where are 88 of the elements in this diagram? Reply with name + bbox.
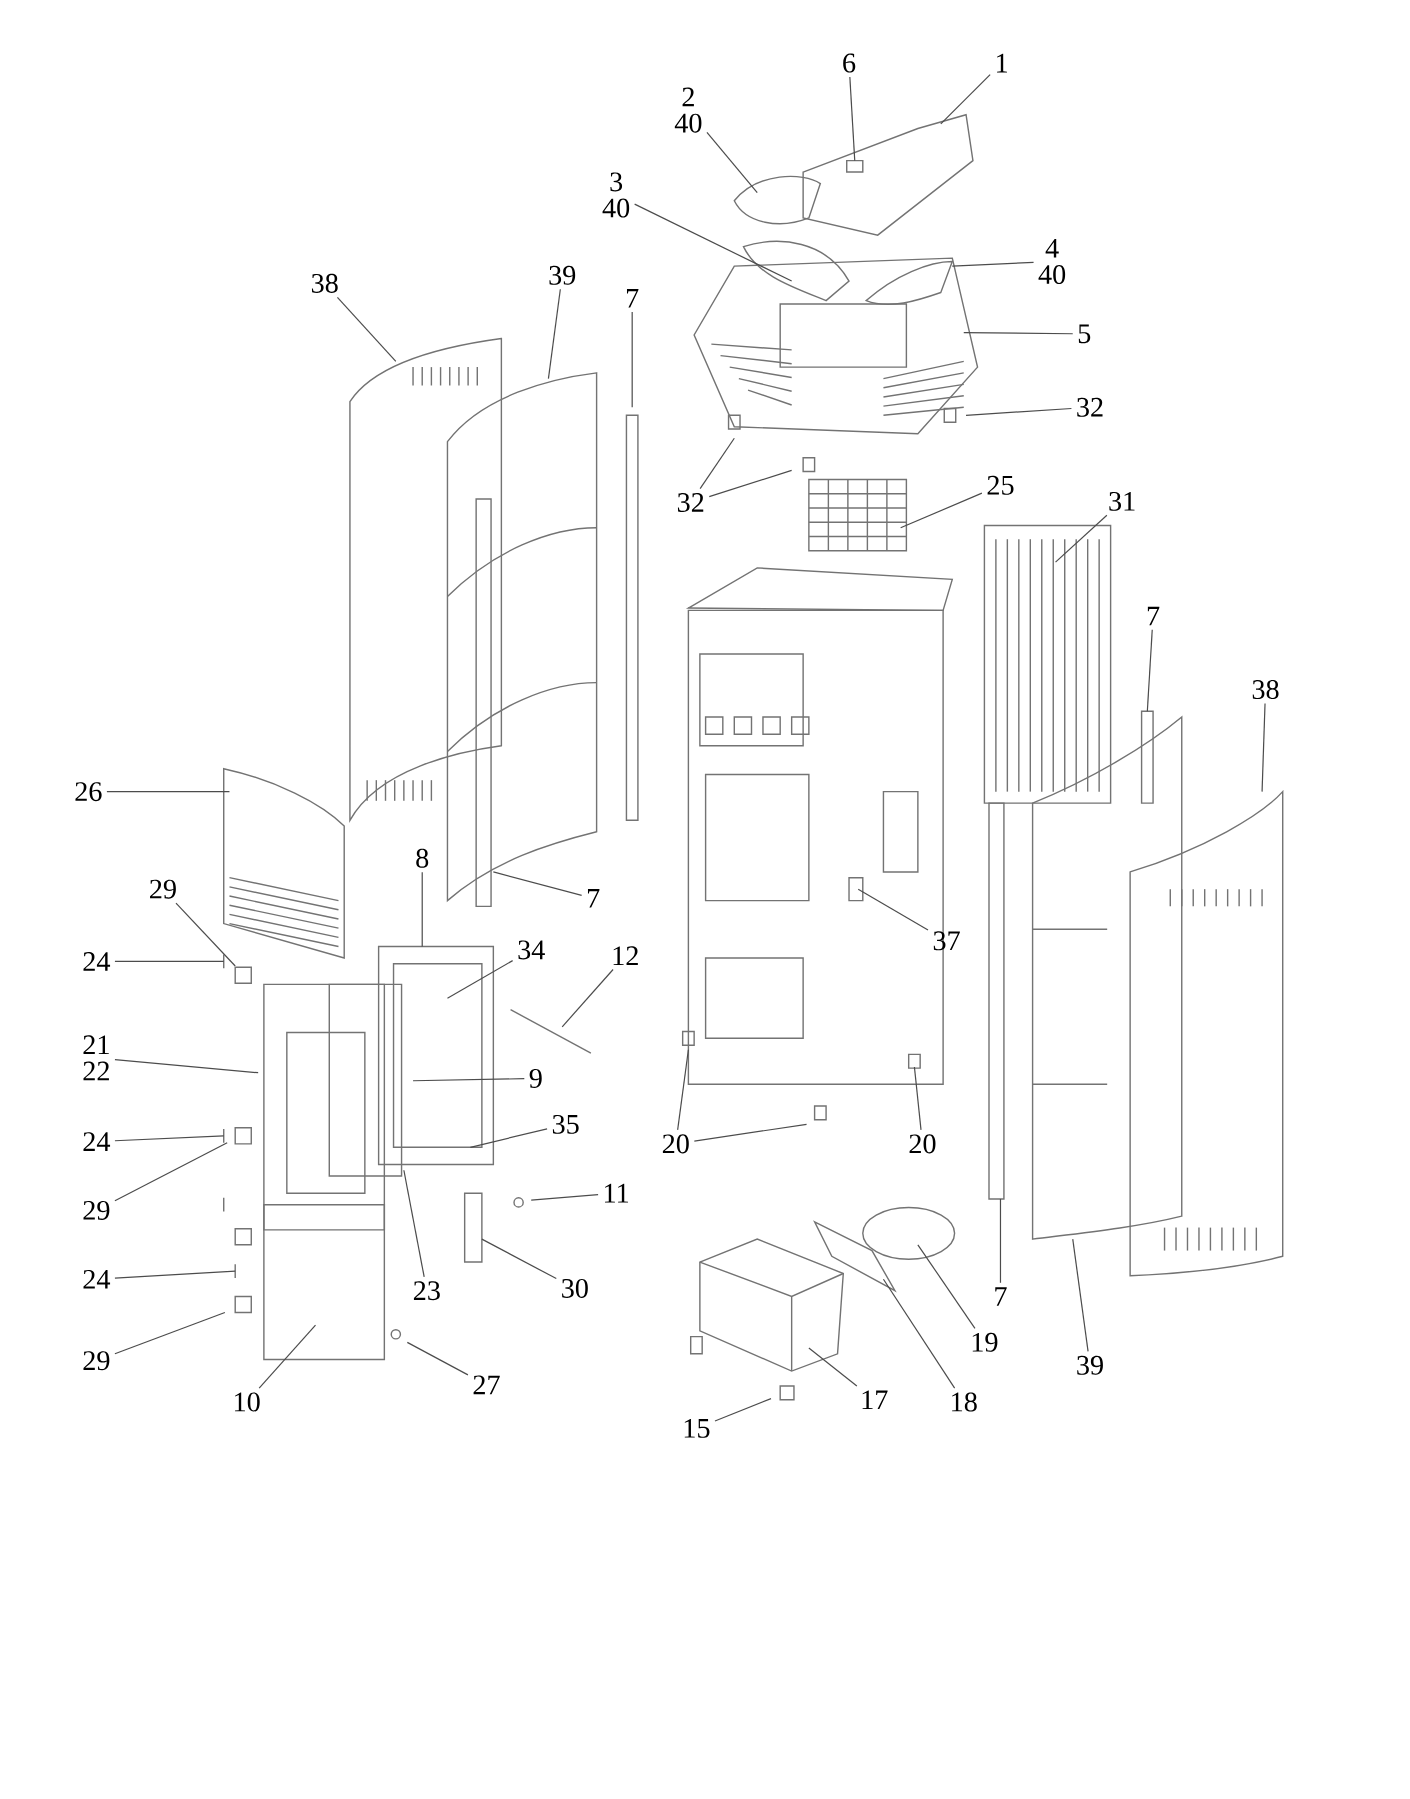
callout-number: 8: [416, 848, 429, 868]
callout-number: 10: [235, 1392, 260, 1412]
callout-number: 34: [518, 940, 545, 960]
leader-line: [106, 791, 231, 793]
leader-line: [175, 902, 236, 967]
callout-number: 29: [150, 879, 176, 899]
callout-number: 5: [1078, 324, 1091, 344]
callout-number: 39: [549, 265, 576, 285]
callout-number: 29: [83, 1351, 110, 1371]
leader-line: [547, 288, 561, 380]
leader-line: [258, 1324, 317, 1389]
leader-line: [999, 1198, 1002, 1284]
callout-number: 9: [529, 1069, 542, 1088]
leader-line: [114, 1135, 225, 1142]
leader-line: [900, 492, 983, 529]
leader-line: [917, 1244, 976, 1330]
leader-line: [699, 437, 735, 490]
leader-line: [114, 1058, 259, 1074]
leader-line: [114, 1311, 226, 1355]
leader-line: [1146, 629, 1153, 712]
leader-line: [481, 1238, 557, 1280]
leader-line: [857, 888, 929, 931]
callout-number: 27: [473, 1375, 500, 1395]
leader-line: [114, 1142, 228, 1202]
leader-line: [913, 1066, 922, 1131]
callout-number: 7: [626, 289, 639, 308]
callout-number: 30: [562, 1278, 588, 1298]
callout-number: 25: [987, 475, 1014, 495]
callout-number: 15: [684, 1418, 710, 1438]
callout-number: 21 22: [83, 1035, 109, 1081]
leader-line: [714, 1397, 772, 1422]
leader-line: [708, 469, 793, 498]
callout-number: 20: [662, 1134, 689, 1154]
callout-number: 35: [552, 1114, 579, 1134]
callout-number: 6: [843, 53, 856, 73]
callout-number: 20: [909, 1134, 936, 1154]
callout-number: 29: [83, 1200, 110, 1220]
callout-number: 7: [587, 889, 600, 908]
leader-line: [114, 1270, 236, 1279]
callout-number: 11: [604, 1183, 628, 1203]
callout-number: 26: [75, 782, 102, 802]
leader-line: [446, 960, 514, 999]
leader-line: [406, 1341, 469, 1376]
leader-line: [882, 1278, 956, 1389]
callout-number: 38: [1252, 680, 1279, 700]
callout-number: 19: [972, 1332, 998, 1352]
callout-number: 37: [933, 931, 960, 951]
leader-line: [808, 1347, 858, 1387]
leader-line: [412, 1078, 525, 1082]
leader-line: [963, 332, 1074, 335]
leader-line: [561, 968, 614, 1028]
callout-number: 3 40: [602, 172, 630, 218]
callout-number: 17: [862, 1390, 888, 1410]
callout-number: 24: [83, 1132, 111, 1151]
leader-line: [693, 1123, 808, 1142]
leader-line: [965, 407, 1072, 416]
leader-line: [114, 960, 225, 963]
callout-number: 4 40: [1038, 239, 1066, 285]
callout-number: 24: [83, 952, 111, 971]
leader-line: [492, 871, 583, 896]
leader-line: [1072, 1238, 1089, 1352]
callout-number: 39: [1077, 1355, 1103, 1375]
leader-line: [1054, 514, 1108, 563]
leader-line: [336, 296, 397, 362]
leader-line: [403, 1169, 425, 1278]
leader-line: [706, 131, 758, 194]
leader-line: [1261, 702, 1266, 793]
leader-line: [421, 871, 423, 948]
leader-line: [677, 1049, 689, 1131]
callout-number: 32: [1077, 397, 1103, 417]
callout-number: 38: [311, 273, 338, 293]
leader-line: [951, 261, 1035, 267]
leader-line: [849, 76, 856, 162]
leader-line: [634, 203, 793, 282]
callout-number: 1: [997, 53, 1007, 73]
callout-number: 23: [413, 1281, 440, 1301]
leader-line: [940, 73, 991, 125]
callout-number: 2 40: [674, 87, 702, 133]
callout-number: 18: [952, 1392, 977, 1412]
callout-number: 24: [83, 1269, 111, 1289]
callout-number: 12: [613, 946, 638, 966]
callout-number: 32: [677, 493, 704, 512]
callout-number: 7: [1147, 606, 1160, 626]
leader-line: [530, 1194, 599, 1201]
leader-line: [469, 1128, 548, 1148]
callout-number: 7: [995, 1287, 1007, 1306]
callout-number: 31: [1109, 491, 1135, 511]
leader-line: [631, 311, 633, 408]
